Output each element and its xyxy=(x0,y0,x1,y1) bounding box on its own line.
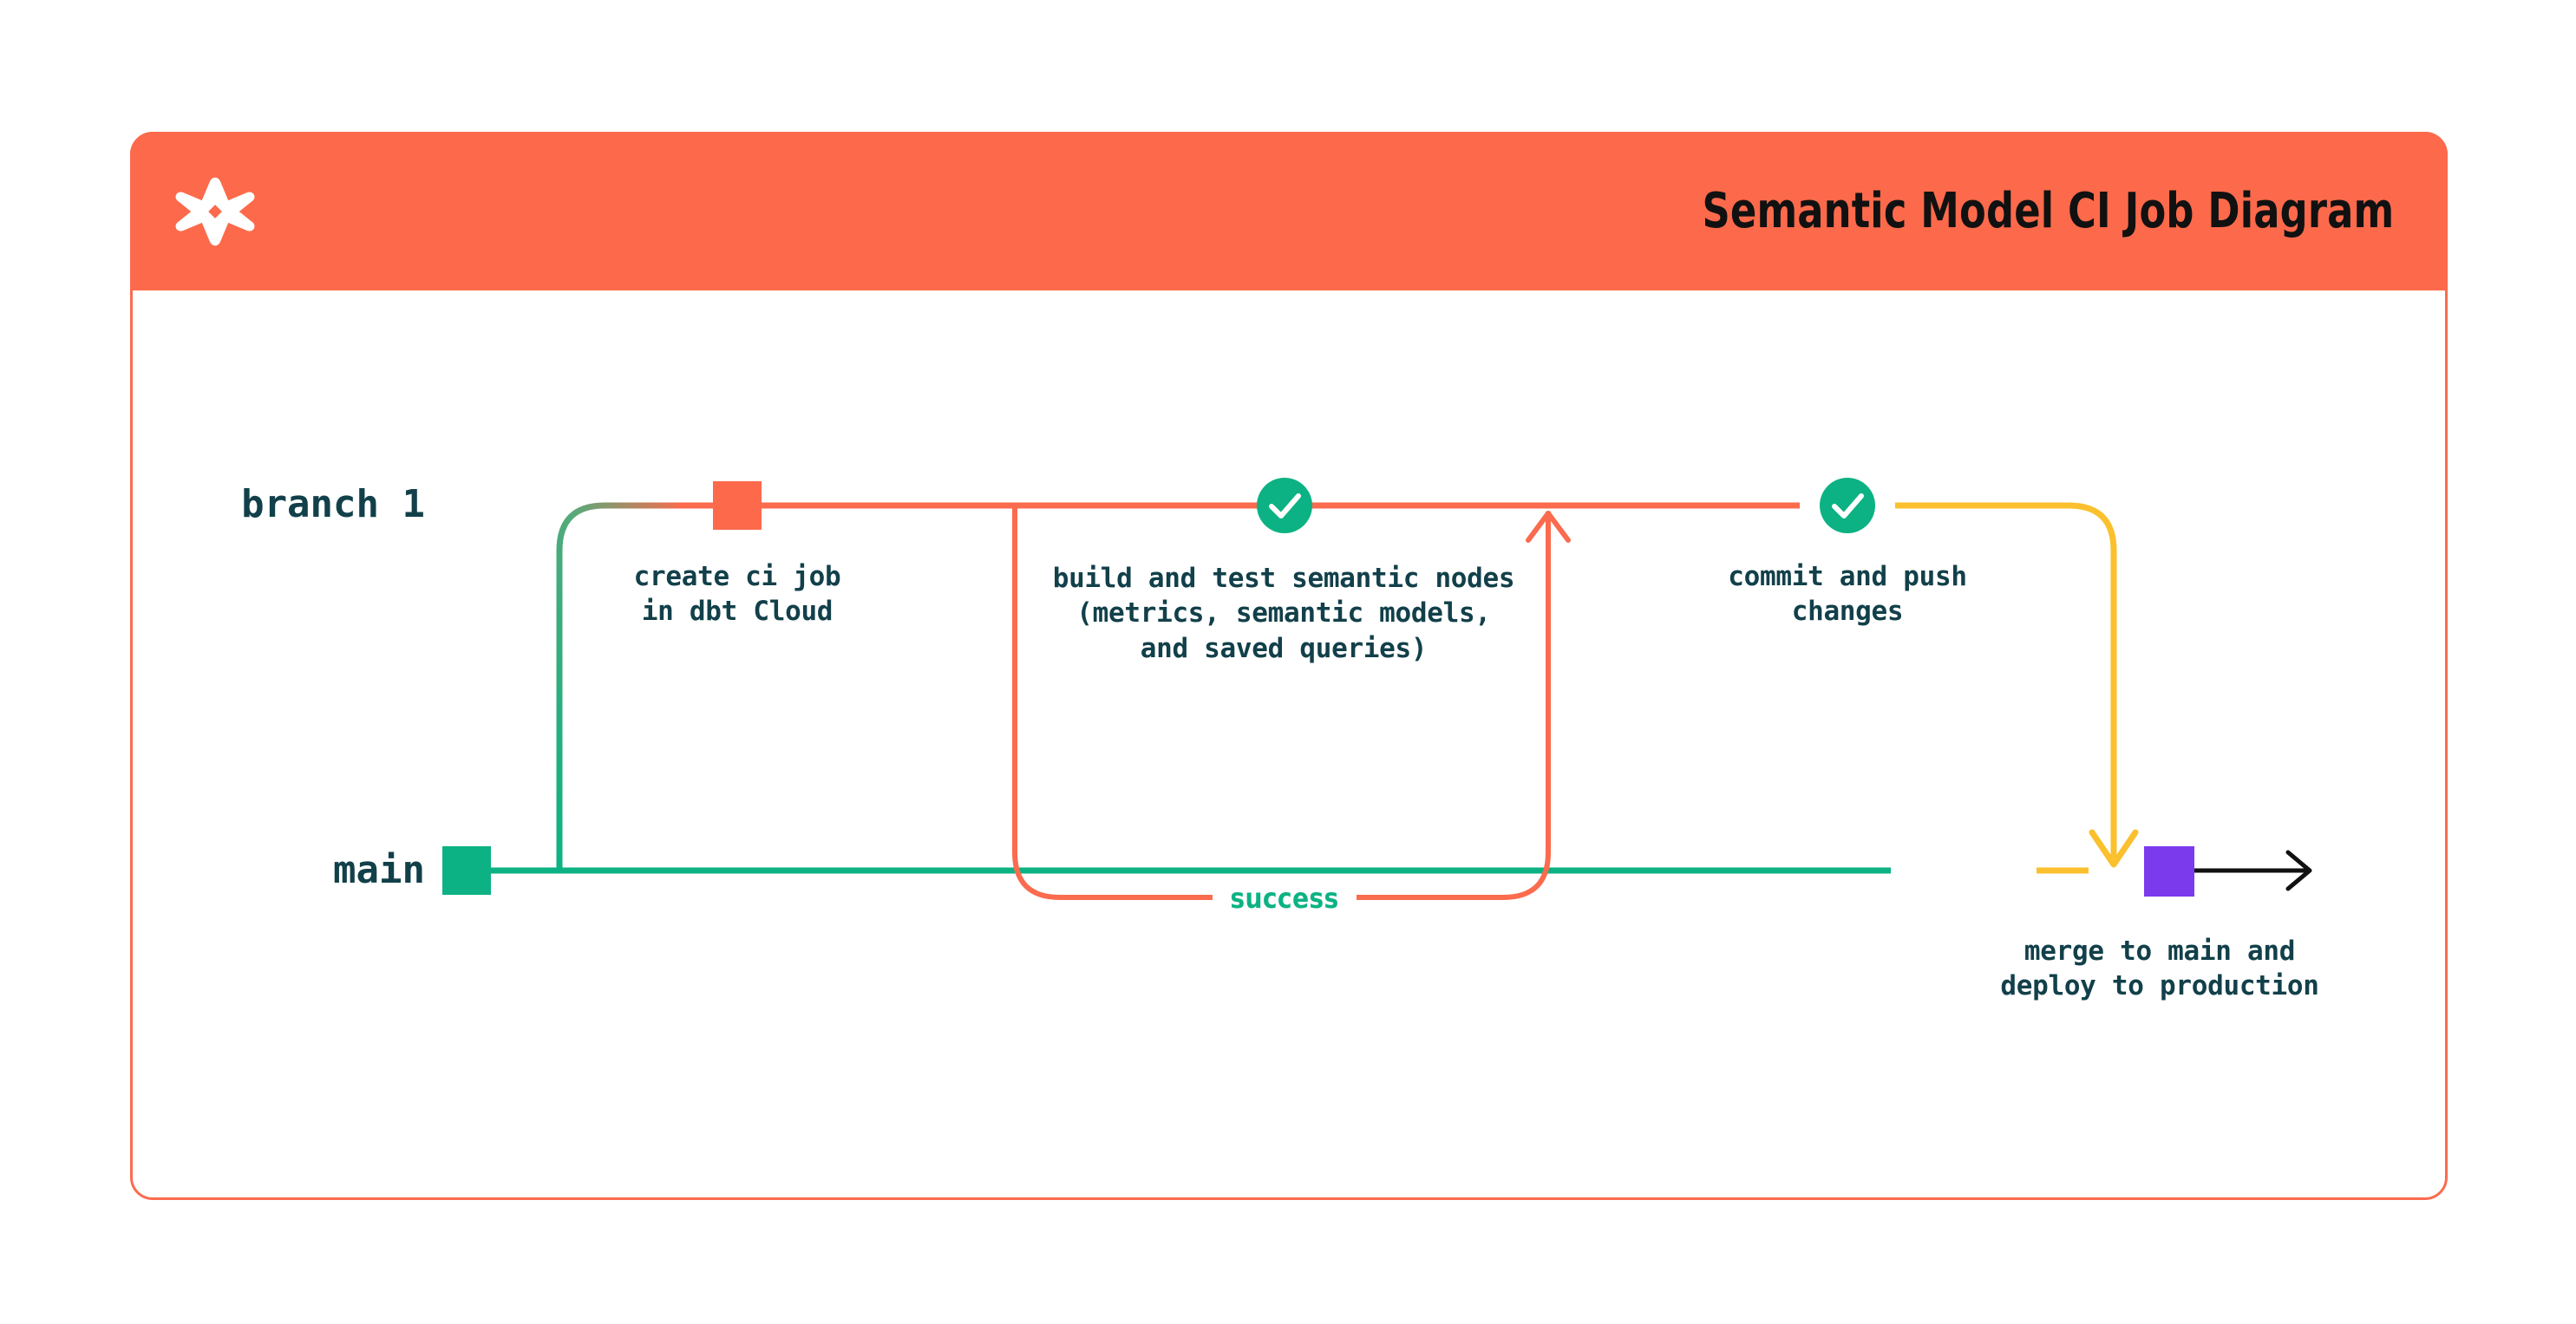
merge-down-edge xyxy=(2068,502,2139,868)
node-marker-main-start[interactable] xyxy=(442,846,491,895)
page-title: Semantic Model CI Job Diagram xyxy=(1702,183,2394,239)
edge-label-success: success xyxy=(1230,882,1339,915)
diagram-canvas: branch 1 main create ci job in dbt Cloud… xyxy=(130,290,2448,1200)
node-label-build-and-test: build and test semantic nodes (metrics, … xyxy=(1052,563,1515,664)
lane-label-branch-1: branch 1 xyxy=(241,482,425,526)
card-header: Semantic Model CI Job Diagram xyxy=(130,132,2448,290)
lane-label-main: main xyxy=(333,848,425,892)
diagram-card: Semantic Model CI Job Diagram xyxy=(130,132,2448,1200)
retry-loop-edge xyxy=(1012,505,1571,900)
node-marker-merge-to-main[interactable] xyxy=(2144,846,2194,897)
node-marker-create-ci-job[interactable] xyxy=(713,481,762,530)
main-continues-arrow xyxy=(2194,850,2312,891)
node-marker-build-and-test[interactable] xyxy=(1257,478,1312,533)
dbt-logo-icon xyxy=(175,177,255,245)
node-label-merge-to-main: merge to main and deploy to production xyxy=(2000,936,2319,1002)
node-label-create-ci-job: create ci job in dbt Cloud xyxy=(633,561,841,628)
node-label-commit-and-push: commit and push changes xyxy=(1728,561,1967,628)
diagram-svg xyxy=(442,478,2312,900)
node-marker-commit-and-push[interactable] xyxy=(1820,478,1875,533)
branch-out-edge xyxy=(556,502,685,871)
